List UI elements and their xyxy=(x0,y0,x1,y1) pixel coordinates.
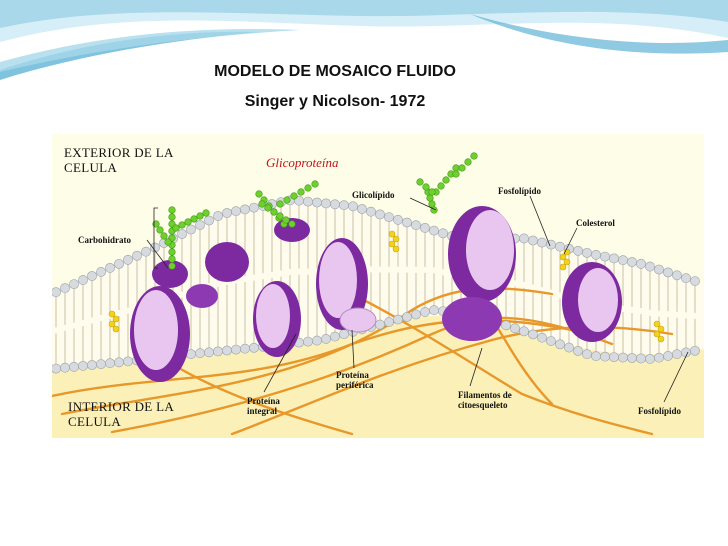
label-interior: INTERIOR DE LA CELULA xyxy=(68,399,175,429)
label-exterior: EXTERIOR DE LA CELULA xyxy=(64,145,174,175)
cholesterol-molecules xyxy=(108,230,665,343)
lipid-heads-outer xyxy=(52,195,700,298)
label-proteina-integral: Proteína integral xyxy=(247,396,280,417)
label-fosfolipido-bottom: Fosfolípido xyxy=(638,406,682,416)
slide-subtitle: Singer y Nicolson- 1972 xyxy=(244,93,426,110)
label-glicolipido: Glicolípido xyxy=(352,190,395,200)
membrane-proteins xyxy=(130,206,622,382)
label-fosfolipido-top: Fosfolípido xyxy=(498,186,542,196)
label-colesterol: Colesterol xyxy=(576,218,615,228)
label-glicoproteina: Glicoproteína xyxy=(266,155,339,170)
label-proteina-periferica: Proteína periférica xyxy=(336,370,374,391)
label-pointers xyxy=(146,195,689,403)
slide-title: MODELO DE MOSAICO FLUIDO xyxy=(214,63,456,80)
label-filamentos: Filamentos de citoesqueleto xyxy=(458,390,512,411)
membrane-illustration xyxy=(52,152,704,438)
label-carbohidrato: Carbohidrato xyxy=(78,235,132,245)
membrane-diagram: EXTERIOR DE LA CELULA Glicoproteína Glic… xyxy=(52,134,704,438)
slide-header-wave xyxy=(0,0,728,80)
